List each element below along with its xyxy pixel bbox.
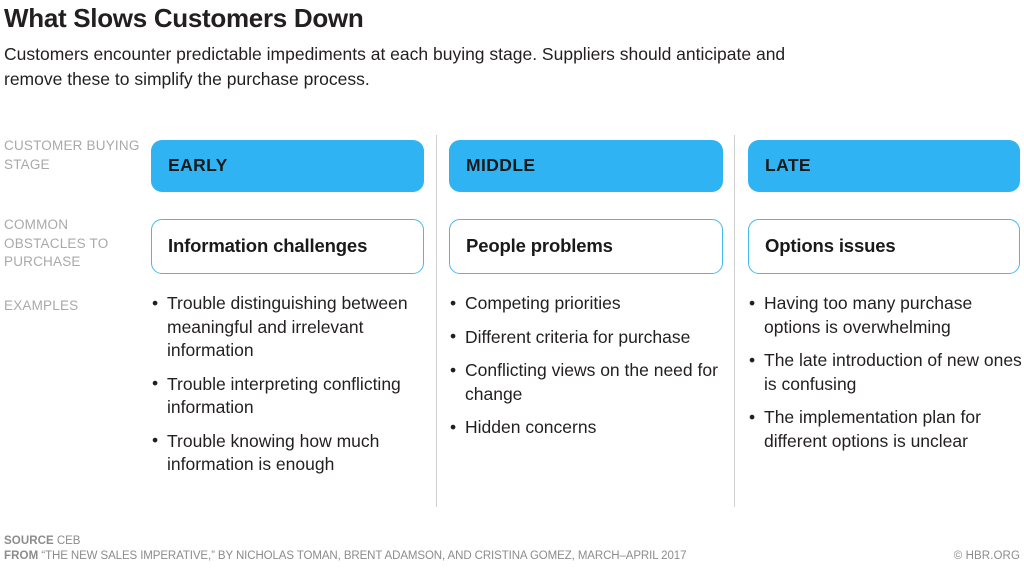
row-label-common-obstacles: COMMON OBSTACLES TO PURCHASE — [4, 217, 109, 269]
bullet-icon: • — [152, 430, 159, 450]
header: What Slows Customers Down Customers enco… — [4, 0, 1014, 91]
list-item-text: Different criteria for purchase — [465, 326, 691, 347]
footer-from-key: FROM — [4, 550, 39, 562]
list-item-text: Conflicting views on the need for change — [465, 360, 718, 404]
bullet-icon: • — [450, 292, 457, 313]
obstacle-box-middle: People problems — [449, 219, 723, 274]
row-label-examples: EXAMPLES — [4, 298, 79, 313]
list-item-text: Hidden concerns — [465, 417, 597, 437]
list-item-text: Trouble distinguishing between meaningfu… — [167, 293, 408, 360]
bullet-icon: • — [152, 373, 159, 393]
footer-from-line: FROM “THE NEW SALES IMPERATIVE,” BY NICH… — [4, 549, 1020, 564]
examples-list-early: • Trouble distinguishing between meaningf… — [151, 292, 432, 477]
column-divider-1 — [436, 135, 437, 507]
bullet-icon: • — [450, 416, 457, 437]
list-item: • Hidden concerns — [449, 416, 731, 440]
row-label-customer-buying-stage: CUSTOMER BUYING STAGE — [4, 138, 140, 172]
examples-list-late: • Having too many purchase options is ove… — [748, 292, 1024, 453]
stage-label-middle: MIDDLE — [466, 155, 536, 175]
footer-credit: © HBR.ORG — [953, 550, 1020, 562]
obstacle-label-middle: People problems — [466, 235, 613, 256]
obstacle-label-early: Information challenges — [168, 235, 368, 256]
stage-box-early: EARLY — [151, 140, 424, 192]
obstacle-label-late: Options issues — [765, 235, 896, 256]
list-item-text: Trouble knowing how much information is … — [167, 430, 380, 475]
footer-source-line: SOURCE CEB — [4, 534, 1020, 549]
stage-box-middle: MIDDLE — [449, 140, 723, 192]
bullet-icon: • — [152, 292, 159, 313]
list-item: • Trouble knowing how much information is… — [151, 430, 432, 477]
list-item-text: Competing priorities — [465, 293, 621, 313]
bullet-icon: • — [749, 406, 756, 427]
stage-matrix: CUSTOMER BUYING STAGE COMMON OBSTACLES T… — [0, 131, 1024, 511]
footer-from-value: “THE NEW SALES IMPERATIVE,” BY NICHOLAS … — [41, 550, 687, 562]
examples-list-middle: • Competing priorities • Different criteri… — [449, 292, 731, 440]
footer: SOURCE CEB FROM “THE NEW SALES IMPERATIV… — [4, 534, 1020, 564]
footer-source-value: CEB — [56, 535, 81, 547]
bullet-icon: • — [749, 349, 756, 370]
list-item-text: The late introduction of new ones is con… — [764, 350, 1022, 394]
stage-box-late: LATE — [748, 140, 1020, 192]
obstacle-box-late: Options issues — [748, 219, 1020, 274]
column-divider-2 — [734, 135, 735, 507]
list-item: • The late introduction of new ones is co… — [748, 349, 1024, 396]
bullet-icon: • — [450, 359, 457, 380]
list-item: • Trouble interpreting conflicting inform… — [151, 373, 432, 420]
list-item: • Competing priorities — [449, 292, 731, 316]
list-item: • Conflicting views on the need for chang… — [449, 359, 731, 406]
page-title: What Slows Customers Down — [4, 3, 364, 33]
list-item: • Having too many purchase options is ove… — [748, 292, 1024, 339]
list-item: • The implementation plan for different o… — [748, 406, 1024, 453]
footer-source-key: SOURCE — [4, 535, 54, 547]
stage-label-late: LATE — [765, 155, 811, 175]
list-item-text: Trouble interpreting conflicting informa… — [167, 373, 401, 418]
list-item: • Different criteria for purchase — [449, 326, 731, 350]
obstacle-box-early: Information challenges — [151, 219, 424, 274]
list-item-text: Having too many purchase options is over… — [764, 293, 973, 337]
page-subtitle: Customers encounter predictable impedime… — [4, 44, 786, 89]
stage-label-early: EARLY — [168, 155, 228, 175]
bullet-icon: • — [450, 326, 457, 346]
list-item: • Trouble distinguishing between meaningf… — [151, 292, 432, 363]
list-item-text: The implementation plan for different op… — [764, 407, 981, 451]
bullet-icon: • — [749, 292, 756, 313]
